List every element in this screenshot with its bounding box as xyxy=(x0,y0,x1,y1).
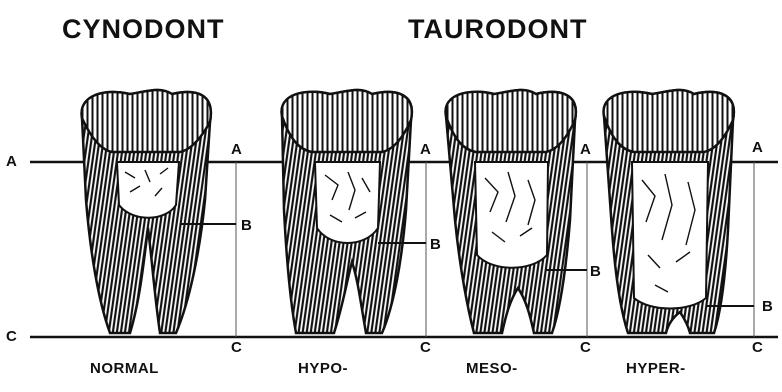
tooth-hypo xyxy=(282,90,412,333)
label-a-4: A xyxy=(752,140,763,156)
label-b-4: B xyxy=(762,299,773,315)
label-c-left: C xyxy=(6,329,17,345)
tooth-normal xyxy=(82,90,211,333)
caption-meso: MESO- xyxy=(466,360,518,377)
caption-hyper: HYPER- xyxy=(626,360,686,377)
label-b-1: B xyxy=(241,218,252,234)
label-a-2: A xyxy=(420,142,431,158)
tooth-meso xyxy=(446,90,576,333)
caption-normal: NORMAL xyxy=(90,360,159,377)
label-b-3: B xyxy=(590,264,601,280)
label-b-2: B xyxy=(430,237,441,253)
label-a-left: A xyxy=(6,154,17,170)
tooth-hyper xyxy=(604,90,734,333)
label-c-3: C xyxy=(580,340,591,356)
label-c-1: C xyxy=(231,340,242,356)
label-c-4: C xyxy=(752,340,763,356)
caption-hypo: HYPO- xyxy=(298,360,348,377)
label-a-1: A xyxy=(231,142,242,158)
label-c-2: C xyxy=(420,340,431,356)
label-a-3: A xyxy=(580,142,591,158)
